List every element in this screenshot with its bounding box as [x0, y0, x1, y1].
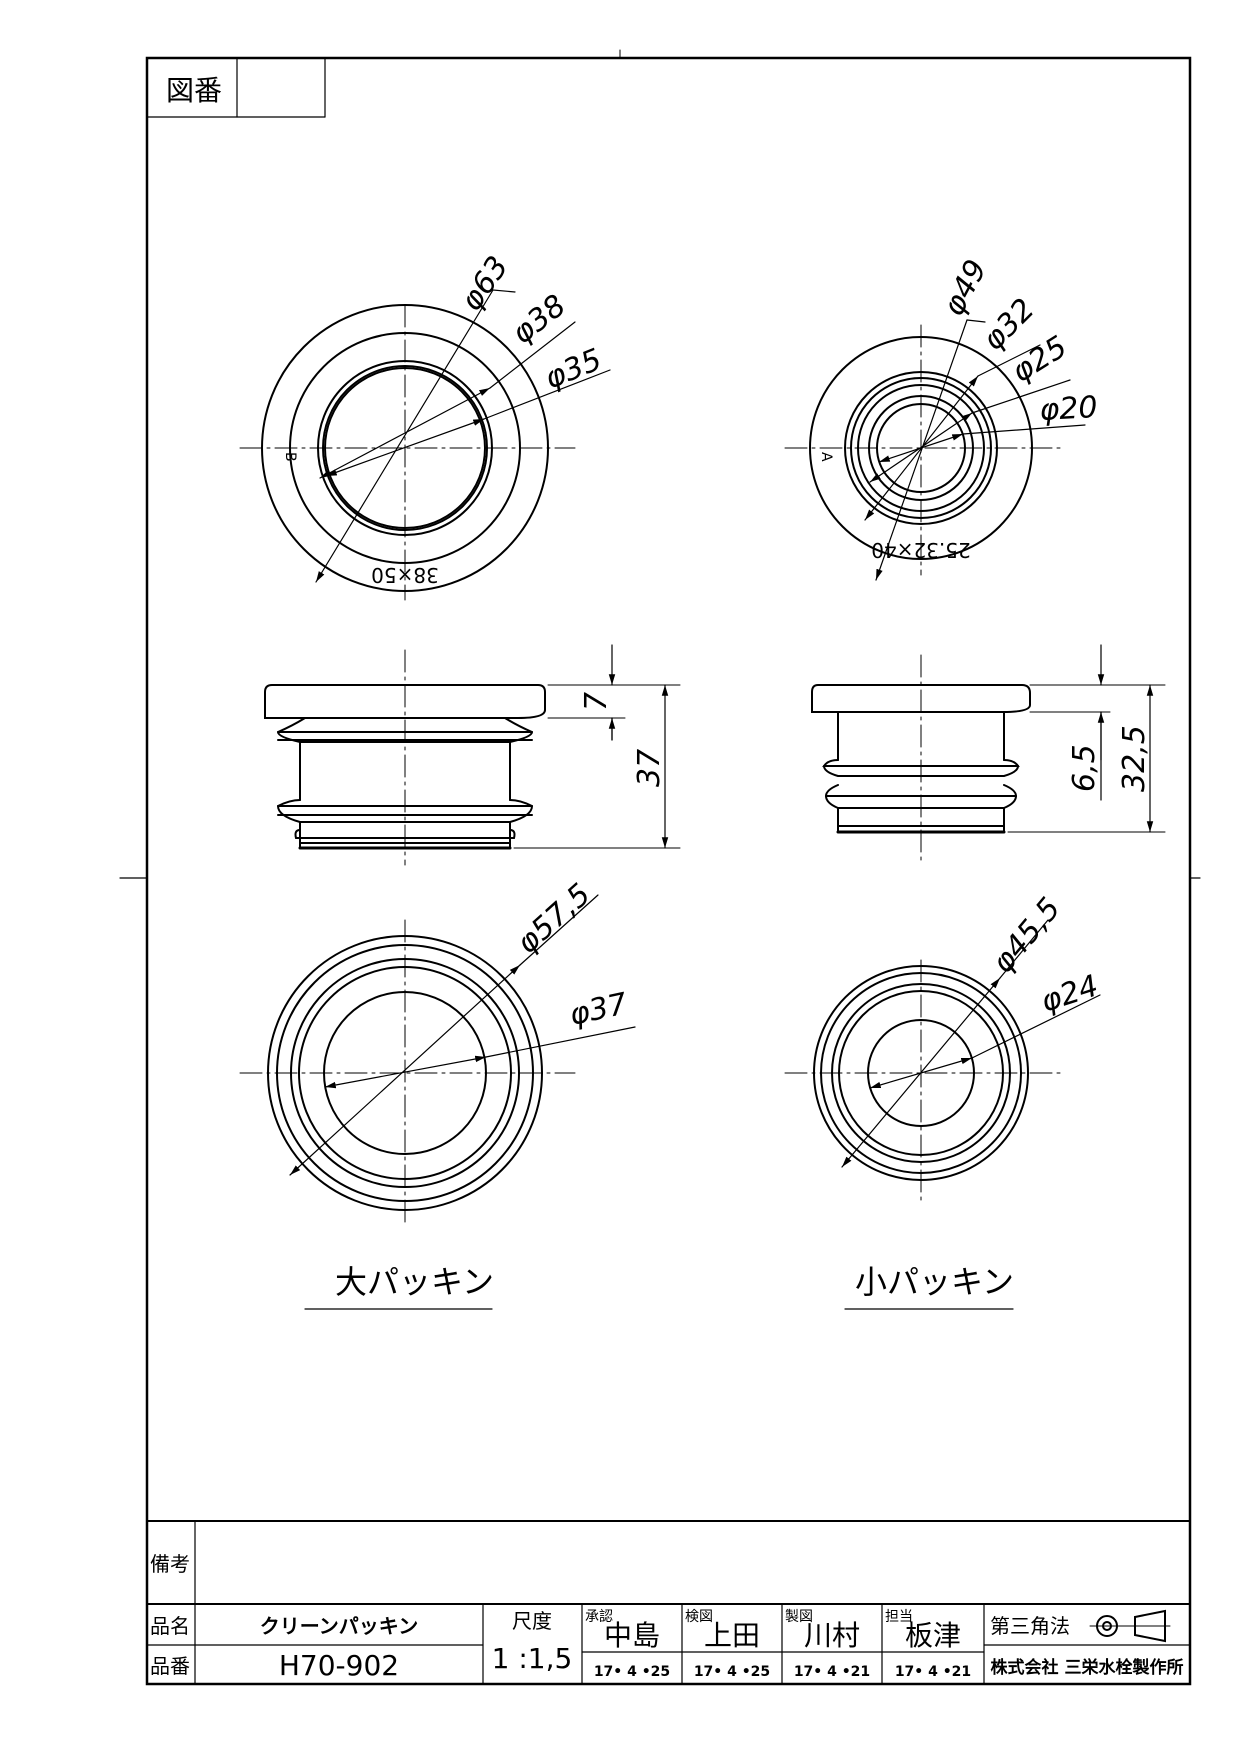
approve-label: 承認: [585, 1609, 613, 1625]
drawing-number-label: 図番: [166, 74, 222, 107]
sheet-frame: [119, 49, 1201, 1686]
dim-large-bore-diameter: φ35: [540, 342, 607, 396]
dim-large-outer-diameter: φ63: [454, 250, 516, 318]
draw-label: 製図: [785, 1609, 813, 1625]
remarks-label: 備考: [150, 1552, 190, 1576]
dim-large-total-height: 37: [632, 749, 667, 787]
product-name-value: クリーンパッキン: [260, 1614, 418, 1638]
dim-small-flange-height: 6,5: [1067, 744, 1102, 792]
large-engraving: 38×50: [371, 563, 439, 587]
dim-large-flange-height: 7: [579, 692, 614, 711]
check-label: 検図: [685, 1609, 713, 1625]
dim-large-inner-diameter: φ38: [505, 288, 572, 351]
check-name: 上田: [704, 1619, 760, 1652]
scale-value: 1 :1,5: [492, 1642, 573, 1675]
product-number-value: H70-902: [279, 1649, 399, 1682]
title-block: [146, 1520, 1191, 1685]
projection-label: 第三角法: [990, 1614, 1070, 1638]
charge-date: 17• 4 •21: [895, 1664, 971, 1680]
draw-date: 17• 4 •21: [794, 1664, 870, 1680]
large-top-view: [239, 289, 611, 601]
charge-name: 板津: [905, 1619, 961, 1652]
approve-name: 中島: [604, 1619, 660, 1652]
part-name-small: 小パッキン: [855, 1263, 1014, 1301]
dim-small-hole-diameter: φ20: [1039, 390, 1099, 428]
company-name: 株式会社 三栄水栓製作所: [991, 1657, 1184, 1678]
dim-small-total-height: 32,5: [1117, 725, 1152, 792]
charge-label: 担当: [885, 1609, 913, 1625]
product-number-label: 品番: [150, 1654, 190, 1678]
small-top-view: [784, 319, 1086, 581]
dim-small-outer-diameter: φ49: [936, 254, 994, 322]
product-name-label: 品名: [150, 1614, 190, 1638]
small-side-view: [811, 644, 1166, 861]
large-mark: B: [282, 452, 298, 462]
scale-label: 尺度: [512, 1609, 552, 1633]
dim-large-bottom-inner: φ37: [566, 987, 630, 1033]
small-mark: A: [818, 452, 834, 462]
dim-small-bottom-inner: φ24: [1037, 968, 1103, 1019]
small-bottom-view: [784, 919, 1101, 1201]
part-name-large: 大パッキン: [335, 1263, 494, 1301]
draw-name: 川村: [804, 1619, 860, 1652]
large-bottom-view: [239, 894, 636, 1226]
check-date: 17• 4 •25: [694, 1664, 770, 1680]
small-engraving: 25.32×40: [871, 538, 970, 562]
dim-small-bottom-outer: φ45,5: [985, 891, 1067, 980]
dim-large-bottom-outer: φ57,5: [510, 877, 598, 961]
large-side-view: [264, 644, 681, 866]
approve-date: 17• 4 •25: [594, 1664, 670, 1680]
